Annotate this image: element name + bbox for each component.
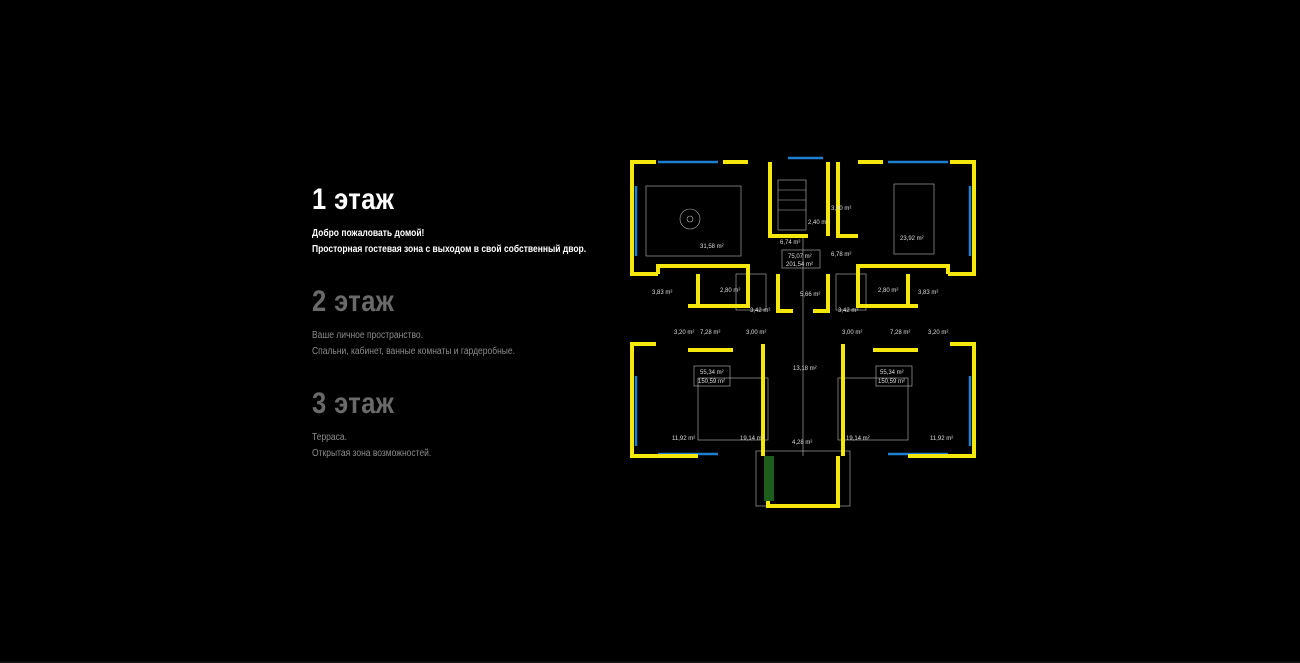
floor-3-description: Терраса. Открытая зона возможностей. — [312, 430, 584, 462]
area-unit-right-total: 55,34 m² — [880, 370, 904, 376]
plan-interior-lines — [645, 179, 935, 507]
plan-green-entry — [764, 456, 774, 501]
area-right-b: 7,28 m² — [890, 330, 910, 336]
area-left-living: 19,14 m² — [740, 436, 764, 442]
bottom-divider — [0, 661, 1300, 663]
floor-1-description: Добро пожаловать домой! Просторная госте… — [312, 226, 587, 258]
plan-walls — [630, 160, 976, 508]
area-unit-left-total: 55,34 m² — [700, 370, 724, 376]
area-corridor-mid: 5,66 m² — [800, 292, 820, 298]
area-hall: 6,74 m² — [780, 240, 800, 246]
floor-1-option[interactable]: 1 этаж Добро пожаловать домой! Просторна… — [312, 180, 632, 258]
floor-2-title: 2 этаж — [312, 285, 395, 318]
floor-1-desc-line2: Просторная гостевая зона с выходом в сво… — [312, 244, 587, 255]
area-left-small: 3,83 m² — [652, 290, 672, 296]
area-living: 31,58 m² — [700, 244, 724, 250]
area-pantry: 3,90 m² — [831, 206, 851, 212]
area-unit-right-total2: 150,59 m² — [878, 379, 905, 385]
floor-2-option[interactable]: 2 этаж Ваше личное пространство. Спальни… — [312, 282, 632, 360]
area-center-corr: 13,18 m² — [793, 366, 817, 372]
area-unit-left-total2: 150,59 m² — [698, 379, 725, 385]
area-left-c: 3,00 m² — [746, 330, 766, 336]
floor-3-title: 3 этаж — [312, 387, 395, 420]
area-left-a: 3,20 m² — [674, 330, 694, 336]
floor-2-desc-line1: Ваше личное пространство. — [312, 330, 423, 341]
area-right-c: 3,00 m² — [842, 330, 862, 336]
area-right-living: 19,14 m² — [846, 436, 870, 442]
area-kitchen: 23,92 m² — [900, 236, 924, 242]
area-entry: 4,28 m² — [792, 440, 812, 446]
floor-selector: 1 этаж Добро пожаловать домой! Просторна… — [312, 180, 632, 486]
floor-3-option[interactable]: 3 этаж Терраса. Открытая зона возможност… — [312, 384, 632, 462]
area-right-wc: 2,80 m² — [878, 288, 898, 294]
floor-1-title: 1 этаж — [312, 183, 395, 216]
floor-3-desc-line1: Терраса. — [312, 432, 347, 443]
floor-3-desc-line2: Открытая зона возможностей. — [312, 448, 432, 459]
floor-2-description: Ваше личное пространство. Спальни, кабин… — [312, 328, 584, 360]
area-right-a: 3,20 m² — [928, 330, 948, 336]
area-left-bed: 11,92 m² — [672, 436, 695, 442]
floor-1-desc-line1: Добро пожаловать домой! — [312, 228, 425, 239]
area-right-small: 3,83 m² — [918, 290, 938, 296]
area-left-stair: 3,42 m² — [750, 308, 770, 314]
floor-2-desc-line2: Спальни, кабинет, ванные комнаты и гарде… — [312, 346, 515, 357]
area-right-stair: 3,42 m² — [838, 308, 858, 314]
area-vestibule: 6,78 m² — [831, 252, 851, 258]
area-wc-top: 2,40 m² — [808, 220, 828, 226]
area-left-wc: 2,80 m² — [720, 288, 740, 294]
plan-area-labels: 31,58 m² 6,74 m² 2,40 m² 3,90 m² 23,92 m… — [652, 206, 953, 446]
area-left-b: 7,28 m² — [700, 330, 720, 336]
floor-plan-drawing: 31,58 m² 6,74 m² 2,40 m² 3,90 m² 23,92 m… — [630, 156, 976, 508]
area-unit-top-total: 75,07 m² — [788, 254, 812, 260]
area-right-bed: 11,92 m² — [930, 436, 953, 442]
floor-plan[interactable]: 31,58 m² 6,74 m² 2,40 m² 3,90 m² 23,92 m… — [628, 156, 978, 512]
area-unit-top-total2: 201,54 m² — [786, 262, 813, 268]
plan-windows — [634, 156, 972, 456]
